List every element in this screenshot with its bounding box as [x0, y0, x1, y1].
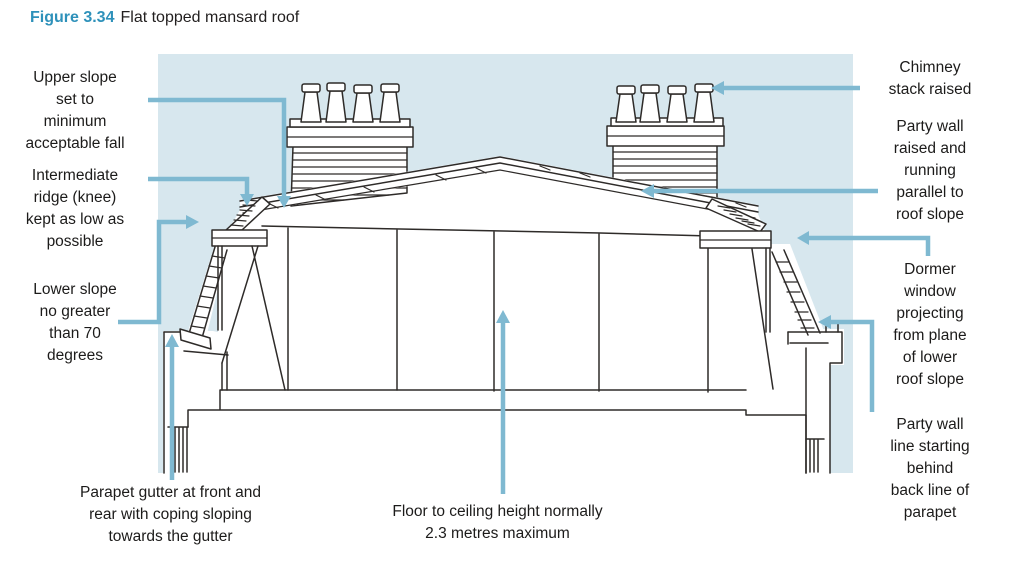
- label-intermediate-ridge: Intermediate ridge (knee) kept as low as…: [25, 167, 125, 250]
- chimney-pots-left: [300, 82, 401, 123]
- mansard-storey: [221, 225, 749, 393]
- left-knee-and-slope: [187, 196, 286, 391]
- chimney-pots-right: [615, 83, 715, 123]
- label-party-wall-line: Party wall line starting behind back lin…: [890, 416, 970, 521]
- figure-title: Figure 3.34 Flat topped mansard roof: [30, 8, 299, 28]
- right-chimney: [606, 83, 725, 199]
- connector-parapet-gutter: [165, 334, 179, 480]
- label-party-wall-raised: Party wall raised and running parallel t…: [893, 118, 967, 223]
- right-knee-and-dormer: [699, 198, 821, 390]
- label-lower-slope: Lower slope no greater than 70 degrees: [33, 281, 117, 364]
- roof-sketch: [163, 82, 844, 474]
- connector-floor-ceiling: [496, 310, 510, 494]
- floor-band: [187, 389, 807, 474]
- connector-upper-slope: [148, 97, 291, 208]
- connector-lower-slope: [118, 215, 199, 325]
- upper-roof: [239, 156, 759, 219]
- left-parapet: [163, 328, 229, 474]
- figure-number: Figure 3.34: [30, 9, 115, 26]
- label-parapet-gutter: Parapet gutter at front and rear with co…: [80, 484, 261, 545]
- figure-caption: Flat topped mansard roof: [120, 9, 300, 26]
- right-parapet: [787, 322, 843, 474]
- connector-party-wall-line: [818, 315, 875, 412]
- label-upper-slope: Upper slope set to minimum acceptable fa…: [25, 69, 125, 152]
- connector-dormer-window: [797, 231, 931, 256]
- connector-intermediate-ridge: [148, 176, 254, 206]
- connector-chimney-stack: [711, 81, 860, 95]
- label-chimney-stack: Chimney stack raised: [888, 59, 972, 98]
- label-floor-ceiling: Floor to ceiling height normally 2.3 met…: [392, 503, 603, 542]
- connector-party-wall-raised: [641, 184, 878, 198]
- label-dormer-window: Dormer window projecting from plane of l…: [893, 261, 967, 388]
